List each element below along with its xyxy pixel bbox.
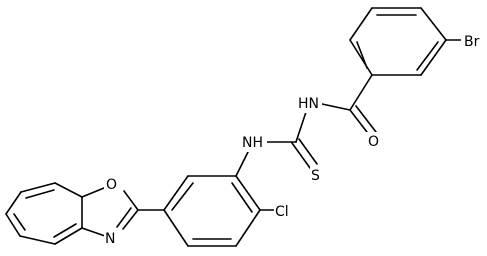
bond — [54, 227, 83, 245]
bond — [171, 182, 194, 211]
bond — [13, 213, 26, 231]
bond — [420, 7, 447, 41]
bond — [5, 191, 22, 215]
atom-o-oxazole: O — [104, 175, 118, 193]
atom-br: Br — [461, 30, 485, 50]
bond — [54, 182, 83, 198]
bond — [420, 39, 447, 76]
bond — [116, 207, 132, 228]
atom-s: S — [310, 166, 324, 184]
bond — [349, 74, 373, 111]
bond — [163, 209, 189, 247]
oxazole-nitrogen-label: N — [105, 231, 115, 247]
bond — [19, 235, 56, 245]
bond — [163, 175, 189, 211]
atom-labels: Br O HN NH S Cl O N — [104, 30, 485, 247]
atom-hn-amide: HN — [296, 93, 322, 113]
bond — [235, 209, 261, 247]
bond — [235, 149, 250, 177]
amine-nh-label: NH — [242, 135, 263, 151]
bond — [295, 111, 307, 143]
atom-n-oxazole: N — [104, 229, 118, 247]
bond — [81, 187, 105, 198]
bond — [291, 142, 311, 169]
bond — [349, 109, 371, 137]
atom-o-carbonyl: O — [366, 132, 380, 150]
amide-nh-label: HN — [298, 96, 319, 112]
bond — [81, 227, 106, 237]
bond — [349, 39, 373, 76]
bond — [355, 105, 377, 133]
bond — [231, 182, 253, 213]
bond — [356, 41, 368, 69]
bond — [416, 41, 439, 71]
bond — [123, 190, 139, 211]
bond — [321, 103, 351, 111]
oxazole-oxygen-label: O — [106, 177, 117, 193]
bond — [235, 175, 261, 211]
atom-cl: Cl — [274, 201, 296, 221]
bond — [122, 209, 139, 230]
chlorine-label: Cl — [275, 204, 289, 220]
bond — [53, 223, 77, 238]
bond — [349, 7, 373, 41]
bromine-label: Br — [464, 34, 480, 50]
bond — [298, 138, 318, 165]
bond — [25, 189, 55, 199]
bond — [5, 213, 21, 237]
atom-nh-amine: NH — [240, 132, 267, 152]
bond — [20, 182, 56, 193]
sulfur-label: S — [311, 168, 320, 184]
carbonyl-oxygen-label: O — [368, 134, 379, 150]
bonds — [5, 7, 463, 247]
